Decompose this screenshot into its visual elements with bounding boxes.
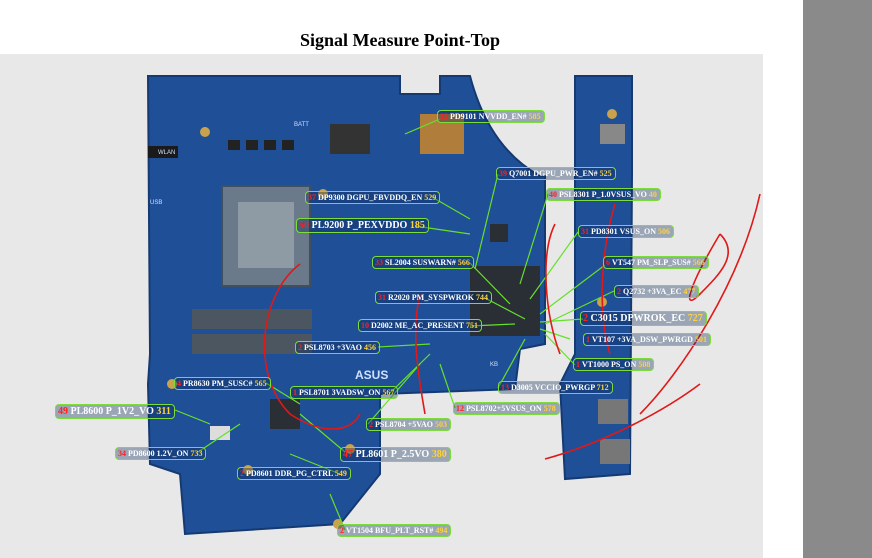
measure-point: 50 PL9200 P_PEXVDDO 185 bbox=[296, 218, 429, 233]
measure-point: 37 DP9300 DGPU_FBVDDQ_EN 529 bbox=[305, 191, 441, 204]
measure-point: 2 PD8601 DDR_PG_CTRL 549 bbox=[237, 467, 351, 480]
gpu-heatsink-pad bbox=[420, 114, 464, 154]
measure-point: 31 PD8301 VSUS_ON 506 bbox=[578, 225, 674, 238]
measure-point: 2 Q2732 +3VA_EC 477 bbox=[614, 285, 700, 298]
silk-kb: KB bbox=[490, 362, 498, 368]
measure-point: 35 PD9101 NVVDD_EN# 585 bbox=[437, 110, 545, 123]
red-annotations bbox=[263, 193, 761, 460]
measure-point: 13 D3005 VCCIO_PWRGP 712 bbox=[498, 381, 613, 394]
silk-wlan: WLAN bbox=[158, 150, 175, 156]
measure-point: 40 PSL8301 P_1.0VSUS_VO 40 bbox=[546, 188, 661, 201]
memory-slot-1 bbox=[192, 309, 312, 329]
measure-point: 1 VT1000 PS_ON 508 bbox=[573, 358, 655, 371]
measure-point: 34 PD8600 1.2V_ON 733 bbox=[115, 447, 207, 460]
memory-slot-2 bbox=[192, 334, 312, 354]
cpu-die bbox=[238, 202, 294, 268]
measure-point: 39 Q7001 DGPU_PWR_EN# 525 bbox=[496, 167, 616, 180]
measure-point: 31 R2020 PM_SYSPWROK 744 bbox=[375, 291, 492, 304]
measure-point: 12 PSL8702+5VSUS_ON 578 bbox=[453, 402, 560, 415]
scrollbar[interactable] bbox=[803, 0, 872, 558]
measure-point: 10 D2002 ME_AC_PRESENT 751 bbox=[358, 319, 482, 332]
measure-point: 4 PR8630 PM_SUSC# 565 bbox=[174, 377, 271, 390]
measure-point: 2 PSL8704 +5VAO 503 bbox=[366, 418, 451, 431]
measure-point: 47 PL8601 P_2.5VO 380 bbox=[340, 447, 451, 462]
silk-asus: ASUS bbox=[355, 368, 388, 382]
measure-point: 33 SL2004 SUSWARN# 566 bbox=[372, 256, 474, 269]
measure-point: 49 PL8600 P_1V2_VO 311 bbox=[55, 404, 175, 419]
motherboard-photo: WLAN USB BATT ASUS KB bbox=[146, 75, 761, 536]
measure-point: 6 VT547 PM_SLP_SUS# 566 bbox=[603, 256, 709, 269]
silk-usb: USB bbox=[150, 200, 162, 206]
measure-point: 2 PSL8703 +3VAO 456 bbox=[295, 341, 380, 354]
measure-point: 2 C3015 DPWROK_EC 727 bbox=[580, 311, 707, 326]
silk-batt: BATT bbox=[294, 122, 309, 128]
measure-point: 1 PSL8701 3VADSW_ON 567 bbox=[290, 386, 399, 399]
measure-point: 2 VT1504 BFU_PLT_RST# 494 bbox=[337, 524, 452, 537]
measure-point: 1 VT107 +3VA_DSW_PWRGD 501 bbox=[583, 333, 711, 346]
page-title: Signal Measure Point-Top bbox=[299, 30, 501, 50]
